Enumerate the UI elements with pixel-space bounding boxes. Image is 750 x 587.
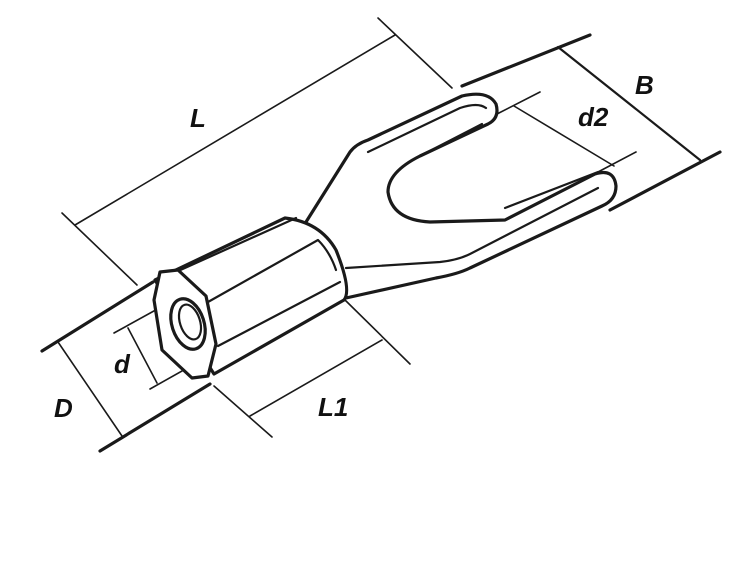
dim-B-extension-bottom: [608, 150, 722, 212]
label-d: d: [114, 349, 131, 379]
dim-L-extension-left: [61, 212, 138, 286]
fork-tongue-edge: [344, 186, 600, 270]
dim-L1-extension-left: [213, 385, 273, 438]
dim-B-line: [556, 45, 702, 162]
label-D: D: [54, 393, 73, 423]
barrel-bore-inner: [177, 303, 203, 341]
dim-L1-line: [249, 339, 383, 417]
spade-terminal: [152, 92, 618, 380]
dim-D-extension-top: [40, 280, 155, 353]
fork-lower-inner: [503, 170, 600, 210]
label-B: B: [635, 70, 654, 100]
dim-L-line: [74, 34, 396, 226]
dim-D-extension-bottom: [98, 382, 212, 453]
dimension-labels: L B d2 d D L1: [54, 70, 654, 423]
dim-d2-extension-top: [496, 91, 541, 115]
dim-d-line: [127, 327, 158, 384]
dim-L1-extension-right: [344, 299, 411, 365]
fork-inner-edge: [366, 103, 488, 154]
barrel-bottom-ridge: [216, 280, 342, 348]
dim-B-extension-top: [460, 33, 592, 88]
label-d2: d2: [578, 102, 609, 132]
dim-L-extension-right: [377, 17, 453, 89]
dim-d2-line: [513, 105, 615, 167]
dim-d2-extension-bottom: [597, 151, 637, 173]
dim-D-line: [57, 341, 123, 437]
barrel-mid-ridge: [206, 238, 338, 304]
dimension-lines: [40, 17, 722, 453]
fork-slot-edge: [418, 122, 484, 158]
label-L1: L1: [318, 392, 348, 422]
label-L: L: [190, 103, 206, 133]
barrel-top-ridge: [174, 216, 298, 274]
